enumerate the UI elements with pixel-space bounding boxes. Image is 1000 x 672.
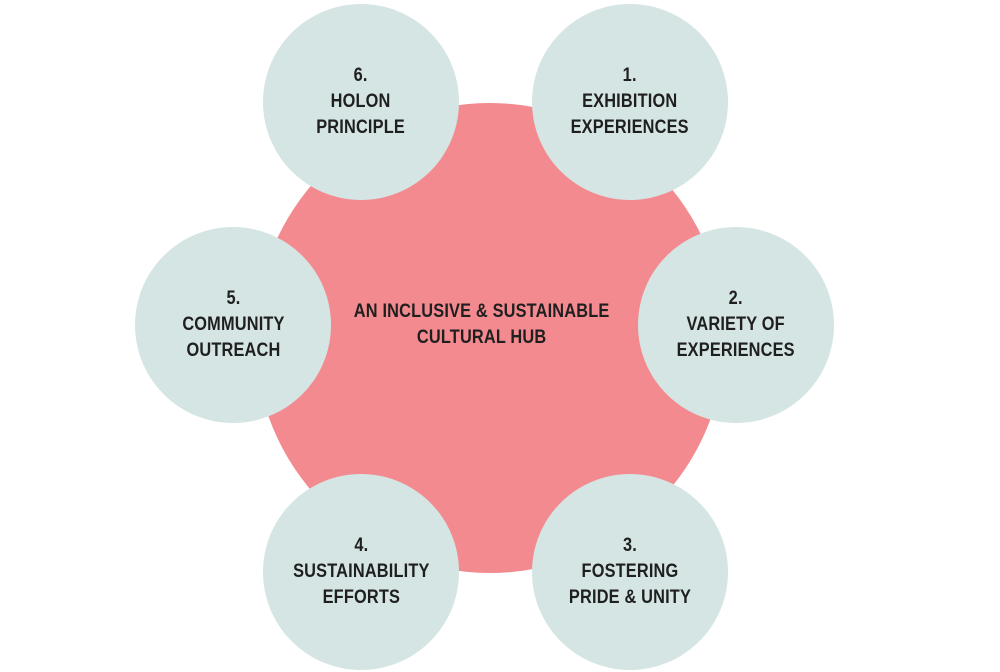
node-number: 1. xyxy=(622,65,637,86)
node-label-line2: EXPERIENCES xyxy=(676,340,796,361)
node-label-line2: EFFORTS xyxy=(322,587,400,608)
node-exhibition-experiences: 1. EXHIBITION EXPERIENCES xyxy=(532,4,728,200)
node-label-line1: VARIETY OF xyxy=(686,314,786,335)
node-holon-principle: 6. HOLON PRINCIPLE xyxy=(263,4,459,200)
central-hub-label-line1: AN INCLUSIVE & SUSTAINABLE xyxy=(354,301,610,322)
node-label-line1: COMMUNITY xyxy=(181,314,285,335)
node-number: 6. xyxy=(354,65,368,86)
node-label-line1: EXHIBITION xyxy=(582,91,678,112)
node-sustainability-efforts: 4. SUSTAINABILITY EFFORTS xyxy=(263,474,459,670)
node-label-line1: FOSTERING xyxy=(581,561,679,582)
node-label: 5. COMMUNITY OUTREACH xyxy=(182,286,284,364)
node-label-line2: OUTREACH xyxy=(186,340,280,361)
node-label-line2: EXPERIENCES xyxy=(570,117,690,138)
node-label: 2. VARIETY OF EXPERIENCES xyxy=(677,286,795,364)
node-label-line2: PRIDE & UNITY xyxy=(568,587,692,608)
node-number: 3. xyxy=(622,535,637,556)
node-label: 1. EXHIBITION EXPERIENCES xyxy=(571,63,689,141)
node-label: 3. FOSTERING PRIDE & UNITY xyxy=(569,533,691,611)
node-label-line1: HOLON xyxy=(331,91,391,112)
node-label: 4. SUSTAINABILITY EFFORTS xyxy=(293,533,429,611)
node-number: 4. xyxy=(353,535,368,556)
node-number: 5. xyxy=(226,288,240,309)
node-number: 2. xyxy=(728,288,743,309)
central-hub-label-line2: CULTURAL HUB xyxy=(417,327,547,348)
node-label: 6. HOLON PRINCIPLE xyxy=(317,63,406,141)
central-hub-label: AN INCLUSIVE & SUSTAINABLE CULTURAL HUB xyxy=(354,299,610,351)
node-label-line2: PRINCIPLE xyxy=(316,117,406,138)
node-fostering-pride-unity: 3. FOSTERING PRIDE & UNITY xyxy=(532,474,728,670)
node-variety-of-experiences: 2. VARIETY OF EXPERIENCES xyxy=(638,227,834,423)
node-community-outreach: 5. COMMUNITY OUTREACH xyxy=(135,227,331,423)
node-label-line1: SUSTAINABILITY xyxy=(292,561,430,582)
